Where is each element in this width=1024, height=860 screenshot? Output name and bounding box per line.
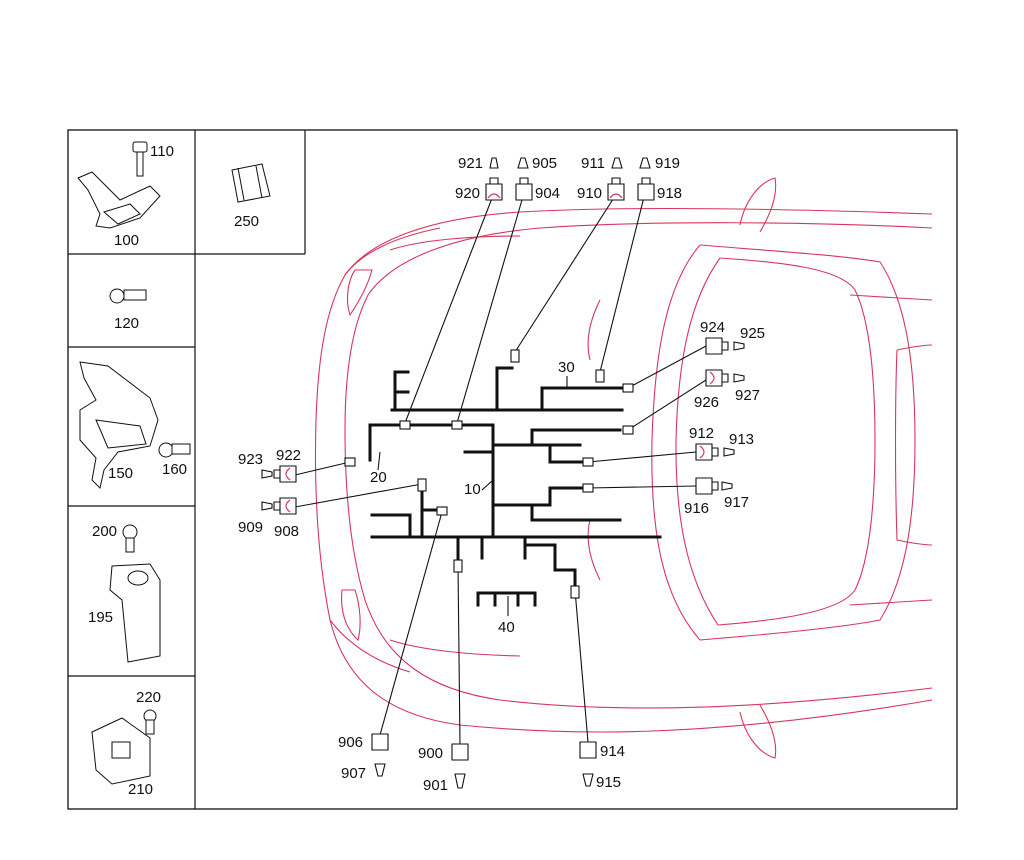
label-918: 918 xyxy=(657,185,682,202)
part-210-holder xyxy=(91,717,151,785)
label-920: 920 xyxy=(455,185,480,202)
label-914: 914 xyxy=(600,743,625,760)
plug-icons xyxy=(261,157,745,789)
label-919: 919 xyxy=(655,155,680,172)
label-200: 200 xyxy=(92,523,117,540)
label-150: 150 xyxy=(108,465,133,482)
label-921: 921 xyxy=(458,155,483,172)
harness-labels: 10 20 30 40 xyxy=(370,359,575,636)
label-924: 924 xyxy=(700,319,725,336)
label-harness-10: 10 xyxy=(464,481,481,498)
label-915: 915 xyxy=(596,774,621,791)
label-901: 901 xyxy=(423,777,448,794)
label-195: 195 xyxy=(88,609,113,626)
label-922: 922 xyxy=(276,447,301,464)
label-925: 925 xyxy=(740,325,765,342)
label-904: 904 xyxy=(535,185,560,202)
label-923: 923 xyxy=(238,451,263,468)
label-100: 100 xyxy=(114,232,139,249)
diagram-frame xyxy=(67,129,958,810)
part-250-clip xyxy=(231,163,271,203)
label-906: 906 xyxy=(338,734,363,751)
part-195-bracket xyxy=(109,563,161,663)
label-910: 910 xyxy=(577,185,602,202)
wiring-harness xyxy=(368,366,662,607)
label-913: 913 xyxy=(729,431,754,448)
leader-lines xyxy=(294,192,707,746)
part-150-bracket xyxy=(79,361,159,489)
car-outline xyxy=(314,177,933,759)
label-harness-40: 40 xyxy=(498,619,515,636)
label-912: 912 xyxy=(689,425,714,442)
part-220-bolt-icon xyxy=(143,709,157,735)
label-905: 905 xyxy=(532,155,557,172)
connector-labels: 921 905 911 919 920 904 910 918 924 925 … xyxy=(238,155,765,794)
label-907: 907 xyxy=(341,765,366,782)
label-harness-30: 30 xyxy=(558,359,575,376)
label-220: 220 xyxy=(136,689,161,706)
label-917: 917 xyxy=(724,494,749,511)
label-250: 250 xyxy=(234,213,259,230)
label-926: 926 xyxy=(694,394,719,411)
part-110-bolt-icon xyxy=(132,141,148,177)
label-909: 909 xyxy=(238,519,263,536)
label-911: 911 xyxy=(581,155,605,172)
label-927: 927 xyxy=(735,387,760,404)
label-900: 900 xyxy=(418,745,443,762)
label-120: 120 xyxy=(114,315,139,332)
label-110: 110 xyxy=(150,143,174,160)
label-916: 916 xyxy=(684,500,709,517)
part-100-bracket xyxy=(77,171,161,229)
part-120-bolt-icon xyxy=(109,288,147,304)
label-908: 908 xyxy=(274,523,299,540)
label-160: 160 xyxy=(162,461,187,478)
parts-labels: 110 100 120 150 160 200 195 220 210 250 xyxy=(88,143,259,798)
label-harness-20: 20 xyxy=(370,469,387,486)
part-200-bolt-icon xyxy=(122,524,138,553)
harness-connectors xyxy=(344,349,634,599)
label-210: 210 xyxy=(128,781,153,798)
part-160-bolt-icon xyxy=(158,442,191,458)
